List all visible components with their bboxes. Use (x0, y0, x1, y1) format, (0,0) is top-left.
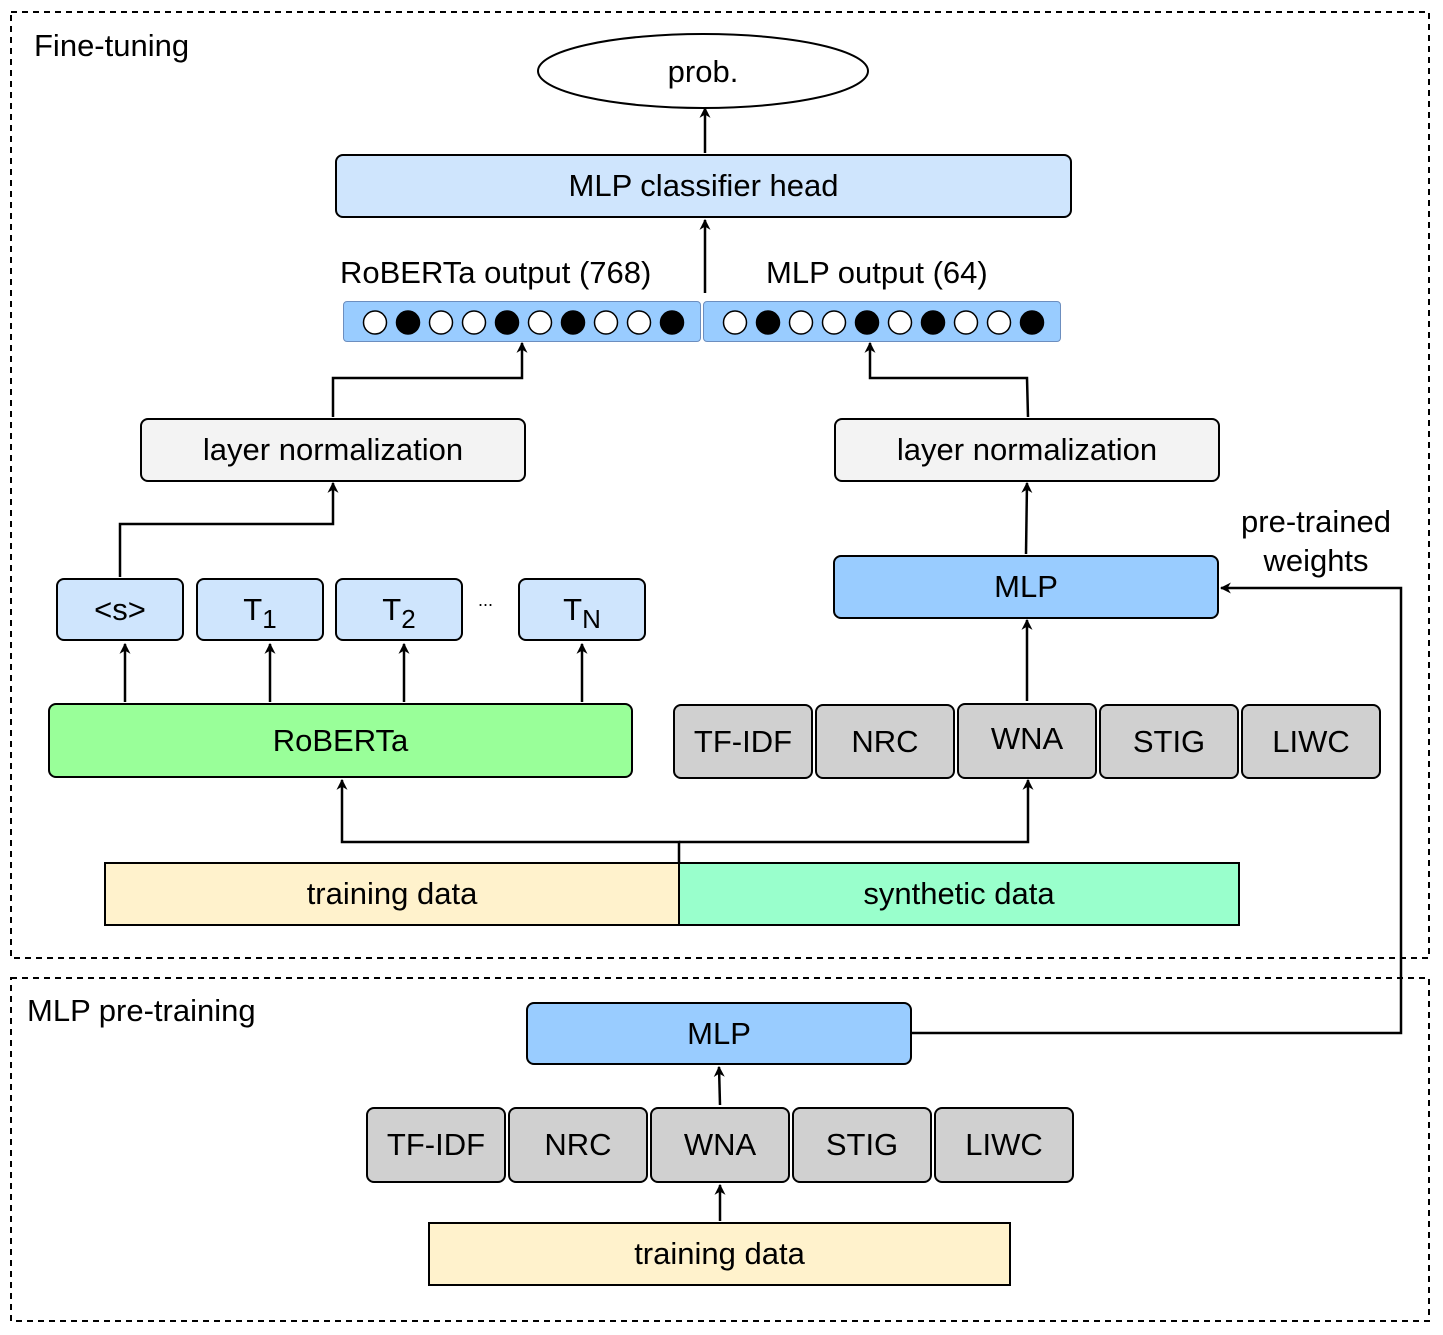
arrow-pretrained-weights (912, 582, 1403, 1035)
mlp-vector-cell-1 (755, 310, 781, 335)
mlp-vector-cells (722, 310, 1045, 335)
feature-stig: STIG (1099, 704, 1239, 779)
right-layer-normalization: layer normalization (834, 418, 1220, 482)
arrow-data-to-roberta (336, 778, 681, 862)
prob-label: prob. (667, 54, 739, 89)
mlp-classifier-head: MLP classifier head (335, 154, 1072, 218)
feature-wna: WNA (957, 703, 1097, 779)
token-t1-sub: 1 (262, 604, 277, 634)
pretrain-feature-wna: WNA (650, 1107, 790, 1183)
mlp-vector-cell-7 (953, 310, 979, 335)
finetune-section-frame (10, 11, 1430, 959)
roberta-output-vector (343, 301, 701, 342)
arrow-cls-token-to-left-norm (118, 481, 339, 577)
mlp-vector-cell-5 (887, 310, 913, 335)
token-tn-main: T (563, 591, 583, 627)
finetune-synthetic-data: synthetic data (678, 862, 1240, 926)
mlp-vector-cell-3 (821, 310, 847, 335)
pretrain-feature-stig: STIG (792, 1107, 932, 1183)
roberta-vector-cell-6 (560, 310, 586, 335)
pretrained-weights-label: pre-trained weights (1241, 504, 1391, 578)
arrow-right-norm-to-mlp-vector (864, 341, 1030, 418)
arrow-mlp-to-right-norm (1021, 481, 1033, 555)
token-t2-sub: 2 (401, 604, 416, 634)
mlp-output-vector (703, 301, 1061, 342)
pretrain-feature-liwc: LIWC (934, 1107, 1074, 1183)
roberta-encoder: RoBERTa (48, 703, 633, 778)
roberta-vector-cell-4 (494, 310, 520, 335)
cls-token: <s> (56, 578, 184, 641)
arrow-left-norm-to-roberta-vector (331, 341, 528, 417)
pretrain-feature-tfidf: TF-IDF (366, 1107, 506, 1183)
feature-nrc: NRC (815, 704, 955, 779)
mlp-output-label: MLP output (64) (766, 255, 988, 290)
mlp-vector-cell-0 (722, 310, 748, 335)
roberta-output-cells (362, 310, 685, 335)
token-tn-sub: N (582, 604, 601, 634)
pretrain-section-frame (10, 977, 1430, 1322)
finetune-section-title: Fine-tuning (34, 28, 190, 63)
arrow-pretrain-features-to-mlp (713, 1065, 725, 1106)
roberta-vector-cell-2 (428, 310, 454, 335)
pretrain-mlp: MLP (526, 1002, 912, 1065)
pretrain-section-title: MLP pre-training (27, 993, 256, 1028)
pretrain-training-data: training data (428, 1222, 1011, 1286)
roberta-vector-cell-8 (626, 310, 652, 335)
token-t1-main: T (243, 591, 263, 627)
roberta-vector-cell-7 (593, 310, 619, 335)
pretrain-feature-nrc: NRC (508, 1107, 648, 1183)
feature-liwc: LIWC (1241, 704, 1381, 779)
finetune-training-data: training data (104, 862, 680, 926)
mlp-vector-cell-4 (854, 310, 880, 335)
arrow-data-to-features (679, 778, 1034, 844)
prob-output-ellipse (537, 33, 869, 109)
roberta-vector-cell-1 (395, 310, 421, 335)
mlp-vector-cell-9 (1019, 310, 1045, 335)
roberta-output-label: RoBERTa output (768) (340, 255, 652, 290)
mlp-vector-cell-2 (788, 310, 814, 335)
token-t2-main: T (382, 591, 402, 627)
left-layer-normalization: layer normalization (140, 418, 526, 482)
roberta-vector-cell-0 (362, 310, 388, 335)
roberta-vector-cells (362, 310, 685, 335)
roberta-vector-cell-5 (527, 310, 553, 335)
mlp-vector-cell-8 (986, 310, 1012, 335)
roberta-vector-cell-3 (461, 310, 487, 335)
feature-tfidf: TF-IDF (673, 704, 813, 779)
roberta-vector-cell-9 (659, 310, 685, 335)
finetune-mlp: MLP (833, 555, 1219, 619)
token-ellipsis: ... (478, 590, 494, 610)
mlp-vector-cell-6 (920, 310, 946, 335)
mlp-output-cells (722, 310, 1045, 335)
